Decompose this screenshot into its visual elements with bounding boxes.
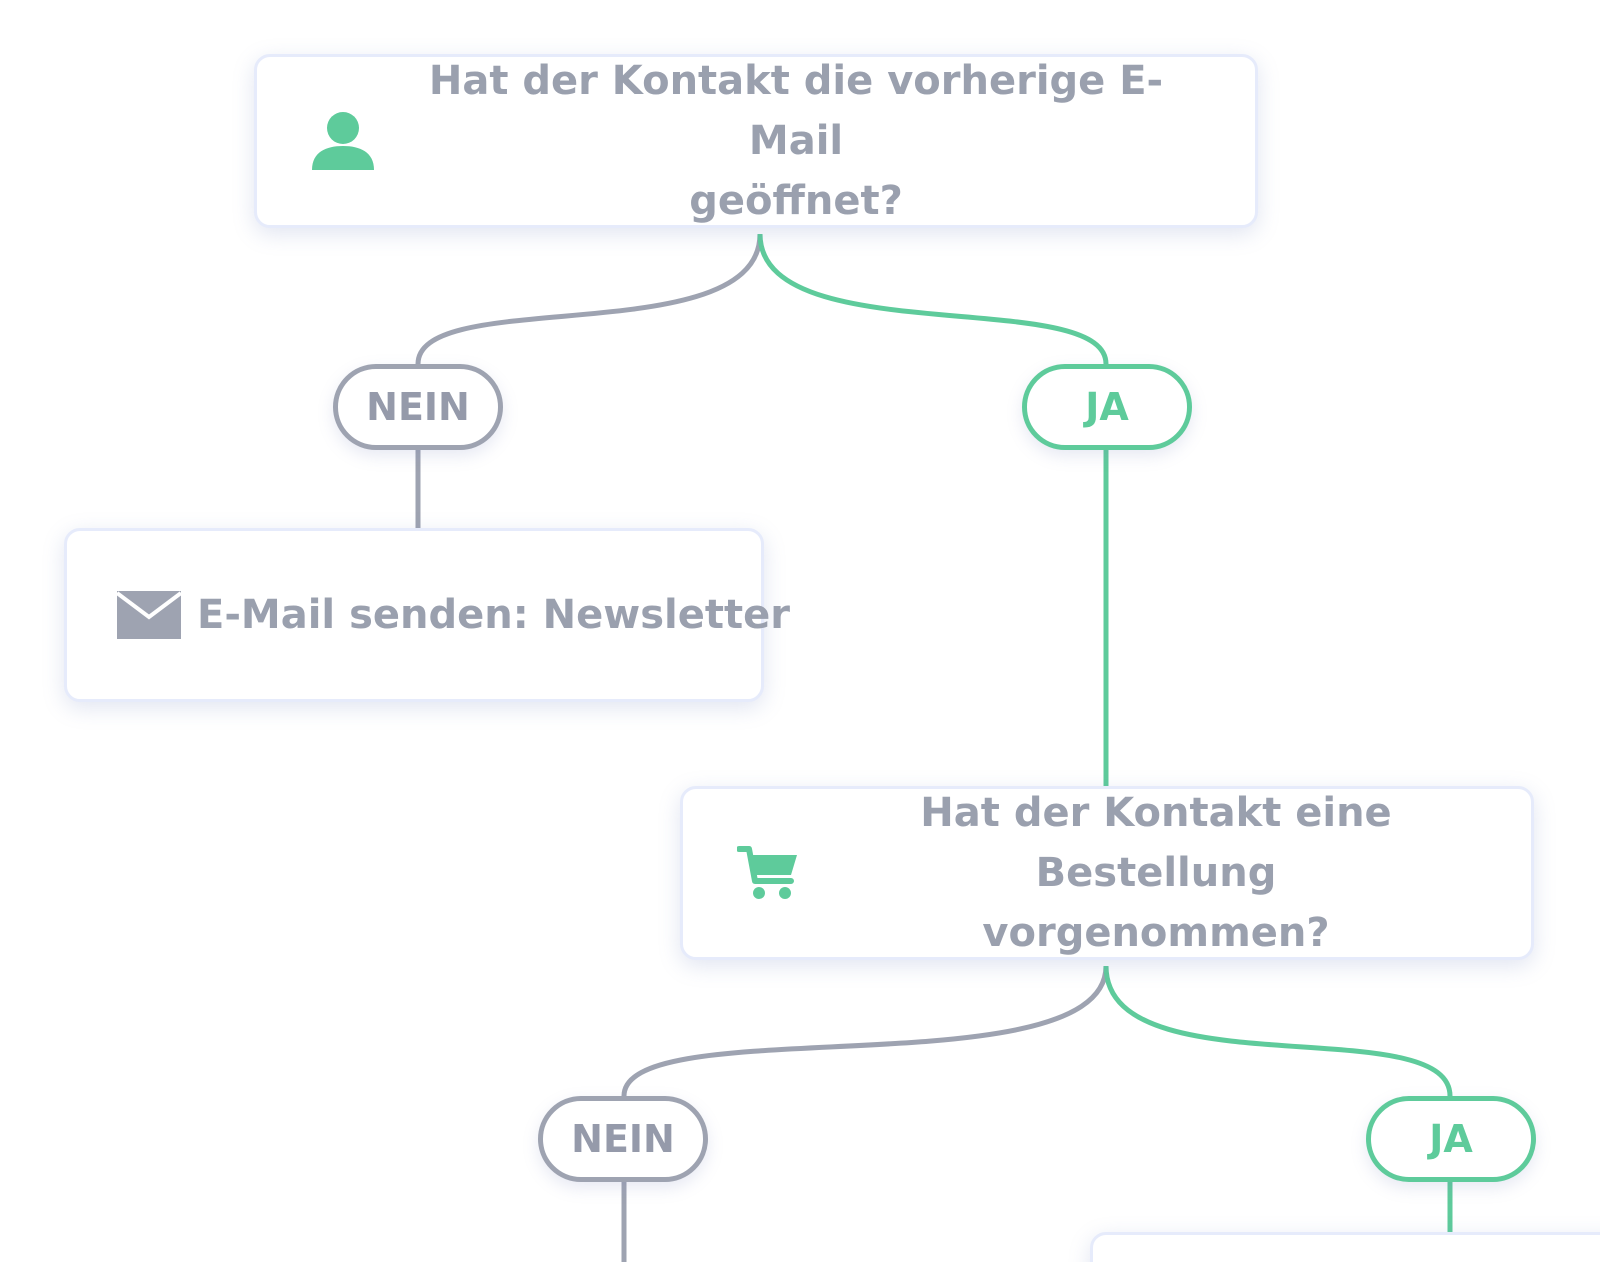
branch-yes-badge[interactable]: JA xyxy=(1022,364,1192,450)
condition-node-email-opened[interactable]: Hat der Kontakt die vorherige E-Mail geö… xyxy=(254,54,1258,228)
branch-no-badge[interactable]: NEIN xyxy=(333,364,503,450)
condition-label-line1: Hat der Kontakt eine Bestellung xyxy=(920,790,1392,896)
action-label: E-Mail senden: Newsletter xyxy=(197,592,790,638)
branch-yes-badge[interactable]: JA xyxy=(1366,1096,1536,1182)
condition-node-order-placed[interactable]: Hat der Kontakt eine Bestellung vorgenom… xyxy=(680,786,1534,960)
connector-q2-to-yes xyxy=(1103,965,1453,1097)
condition-label-line1: Hat der Kontakt die vorherige E-Mail xyxy=(428,58,1164,164)
shopping-cart-icon xyxy=(735,843,801,903)
condition-label: Hat der Kontakt die vorherige E-Mail geö… xyxy=(387,51,1205,231)
action-node-send-email[interactable]: E-Mail senden: Newsletter xyxy=(64,528,790,702)
next-node-partial[interactable] xyxy=(1090,1232,1600,1262)
condition-label-line2: vorgenommen? xyxy=(982,910,1330,956)
condition-label: Hat der Kontakt eine Bestellung vorgenom… xyxy=(821,783,1491,963)
connector-q2-to-no xyxy=(621,965,1109,1097)
envelope-icon xyxy=(117,591,181,639)
branch-no-badge[interactable]: NEIN xyxy=(538,1096,708,1182)
connector-q1-to-no xyxy=(415,233,763,365)
condition-label-line2: geöffnet? xyxy=(689,178,903,224)
person-icon xyxy=(309,108,377,174)
connector-q1-to-yes xyxy=(757,233,1109,365)
